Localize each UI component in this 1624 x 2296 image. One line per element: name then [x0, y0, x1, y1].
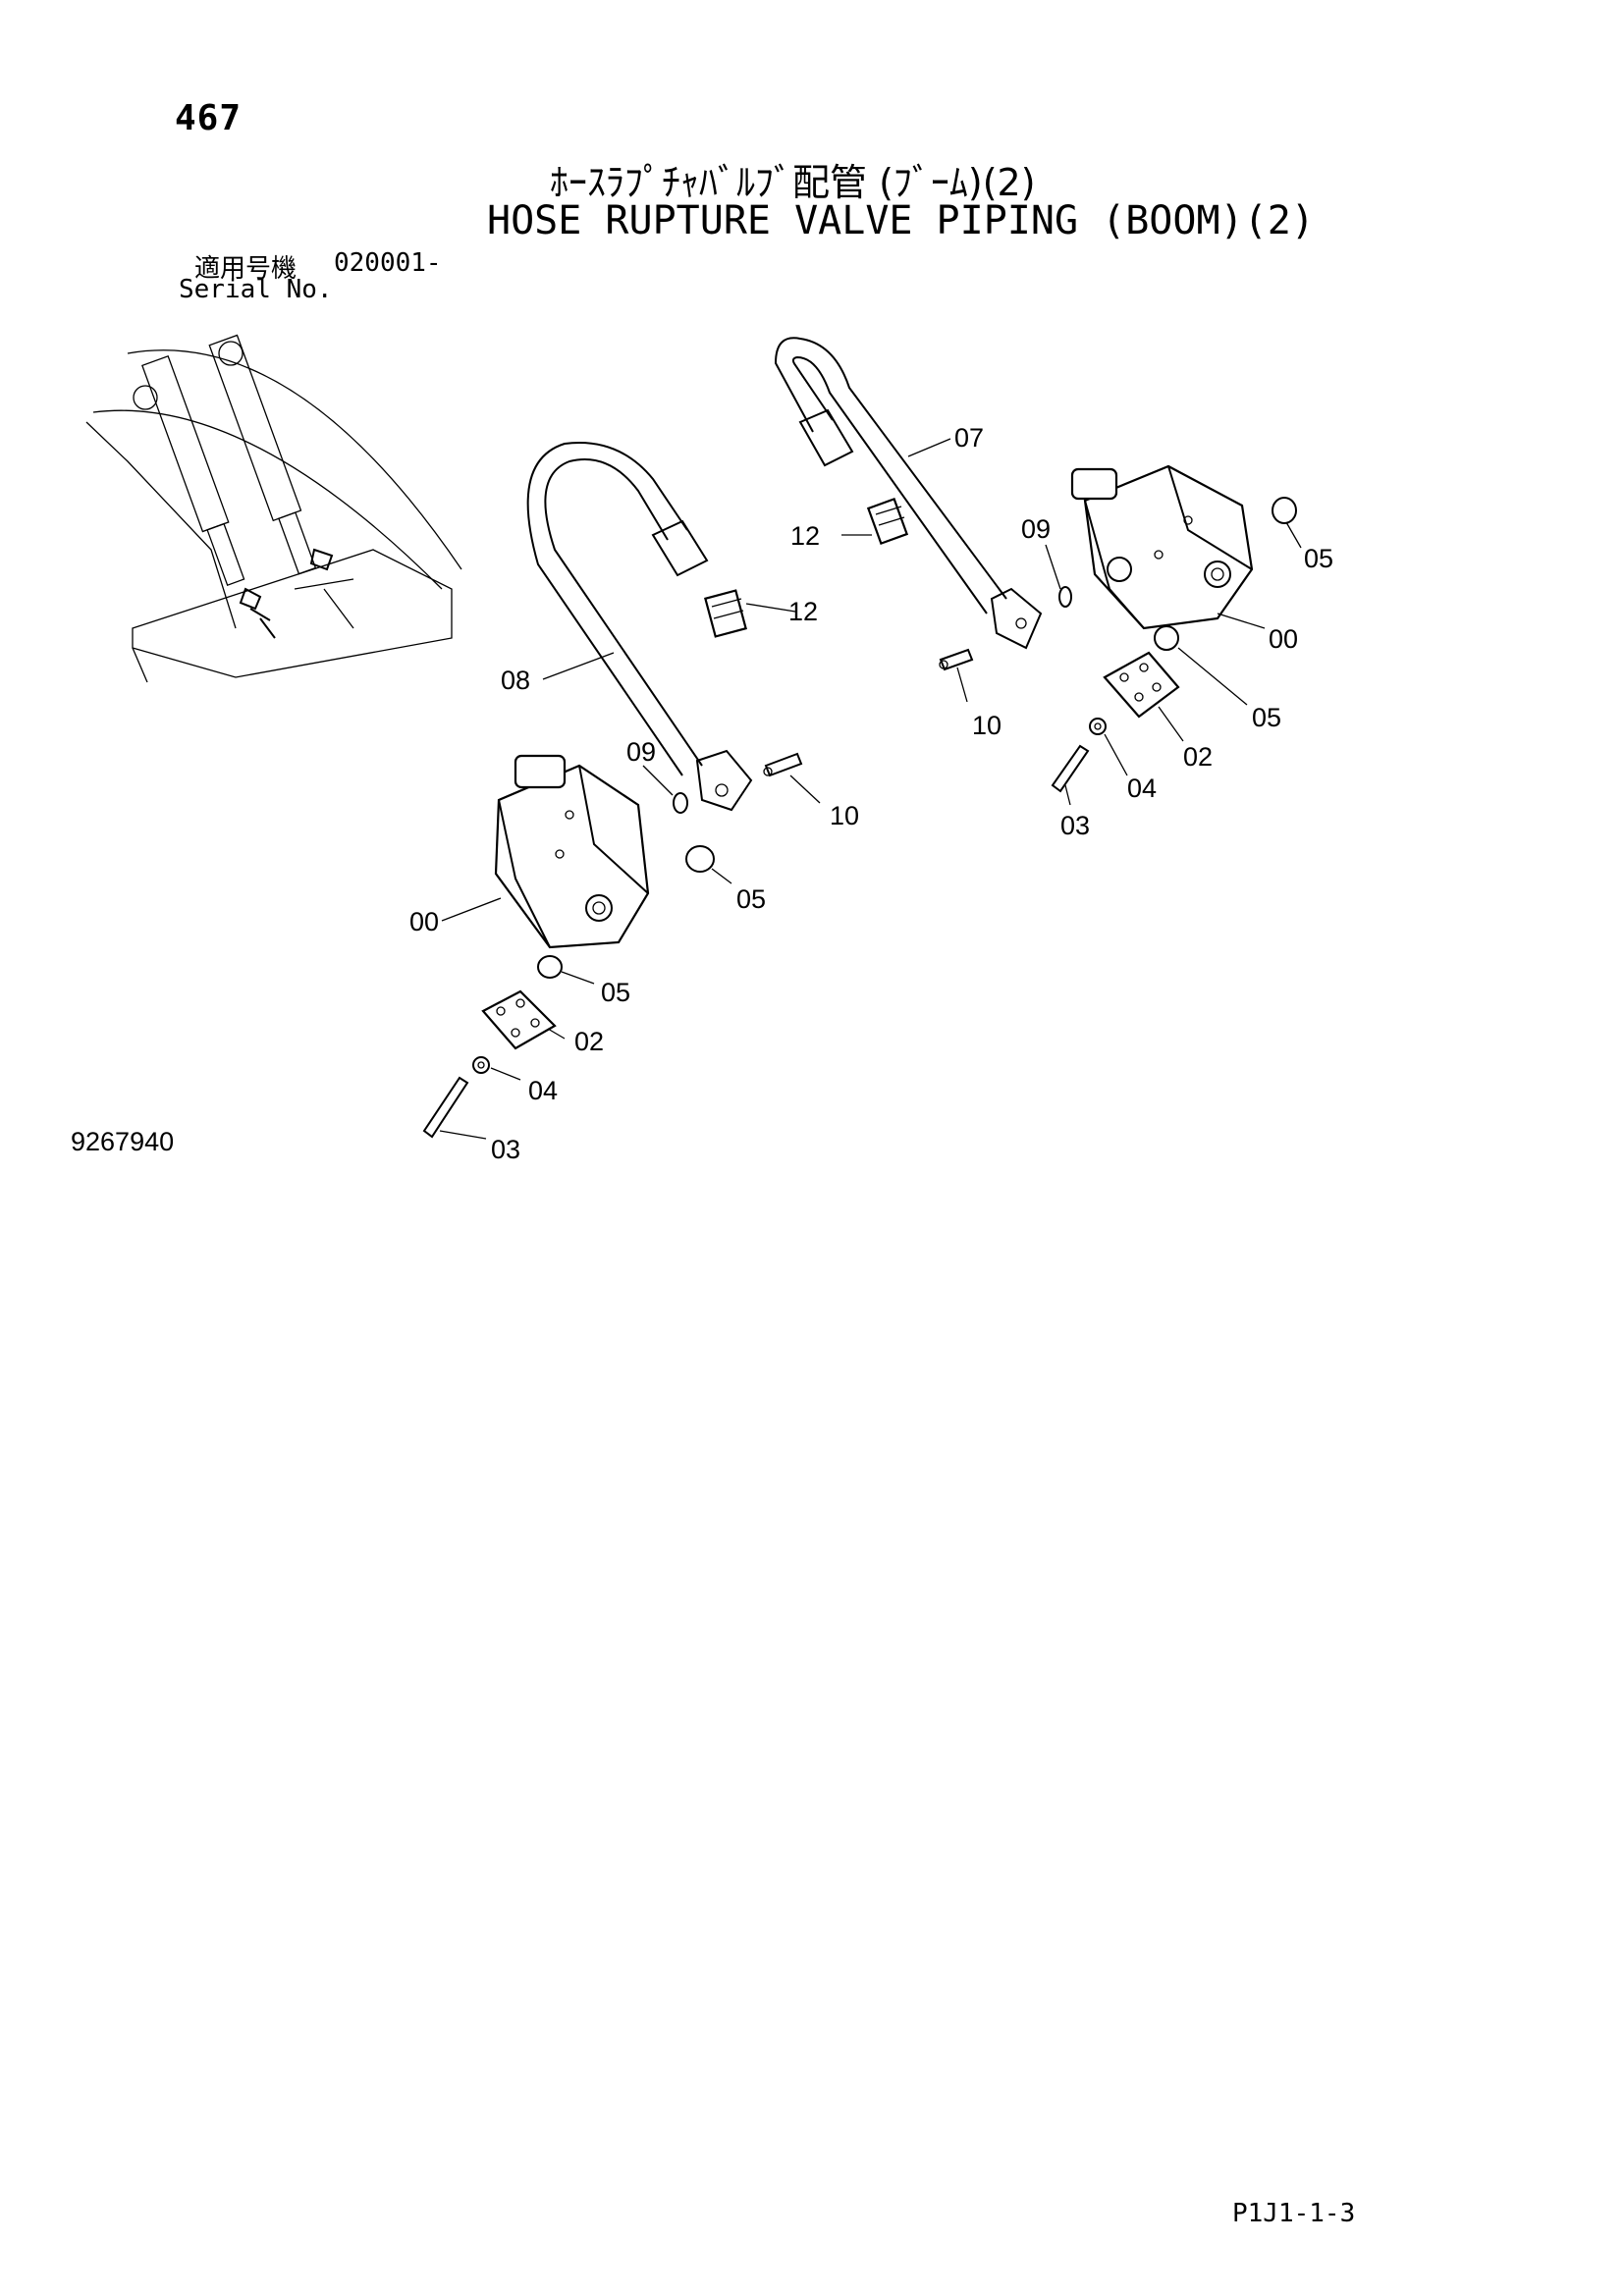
callout-05-left-top: 05: [736, 884, 766, 914]
bolt-10-left: [763, 752, 803, 777]
serial-label-english: Serial No.: [179, 275, 333, 304]
callout-10-right: 10: [972, 711, 1001, 740]
flange-02-right: [1103, 651, 1180, 719]
hose-08: [526, 442, 753, 812]
drawing-number: 9267940: [71, 1127, 175, 1156]
o-ring-05-left-top: [685, 845, 715, 873]
title-english: HOSE RUPTURE VALVE PIPING (BOOM)(2): [487, 198, 1315, 243]
bolt-10-right: [939, 648, 974, 671]
callout-09-left: 09: [626, 737, 656, 767]
serial-number-value: 020001-: [334, 248, 442, 278]
callout-00-right: 00: [1269, 624, 1298, 654]
o-ring-05-left-bottom: [537, 955, 563, 979]
fitting-12-upper: [866, 497, 909, 546]
callout-05-right-top: 05: [1304, 544, 1333, 573]
callout-07: 07: [954, 423, 984, 453]
bolt-03-right: [1051, 744, 1090, 793]
title-japanese: ﾎｰｽﾗﾌﾟﾁｬﾊﾞﾙﾌﾞ配管 (ﾌﾞｰﾑ)(2): [550, 161, 1036, 204]
valve-00-right: [1070, 464, 1254, 630]
page-code: P1J1-1-3: [1232, 2199, 1356, 2228]
callout-10-left: 10: [830, 801, 859, 830]
hose-07: [774, 337, 1043, 650]
o-ring-09-right: [1058, 586, 1072, 608]
callout-05-right-mid: 05: [1252, 703, 1281, 732]
callout-12-upper: 12: [790, 521, 820, 551]
callout-05-left-bottom: 05: [601, 978, 630, 1007]
callout-03-right: 03: [1060, 811, 1090, 840]
callout-09-right: 09: [1021, 514, 1051, 544]
leader-lines: [439, 438, 1302, 1140]
o-ring-05-right-mid: [1154, 625, 1179, 651]
callout-08: 08: [501, 666, 530, 695]
flange-02-left: [481, 989, 557, 1050]
valve-00-left: [494, 754, 650, 949]
serial-label-japanese: 適用号機: [194, 254, 298, 284]
callout-12-lower: 12: [788, 597, 818, 626]
callout-04-left: 04: [528, 1076, 558, 1105]
location-key-sketch: [85, 334, 462, 683]
callout-02-left: 02: [574, 1027, 604, 1056]
washer-04-left: [472, 1056, 490, 1074]
callout-02-right: 02: [1183, 742, 1213, 772]
bolt-03-left: [422, 1076, 469, 1139]
washer-04-right: [1089, 718, 1107, 735]
callout-03-left: 03: [491, 1135, 520, 1164]
fitting-12-lower: [704, 589, 747, 638]
callout-00-left: 00: [409, 907, 439, 936]
page-number: 467: [175, 98, 243, 138]
callout-04-right: 04: [1127, 774, 1157, 803]
o-ring-09-left: [673, 792, 688, 814]
o-ring-05-right-top: [1272, 497, 1297, 524]
